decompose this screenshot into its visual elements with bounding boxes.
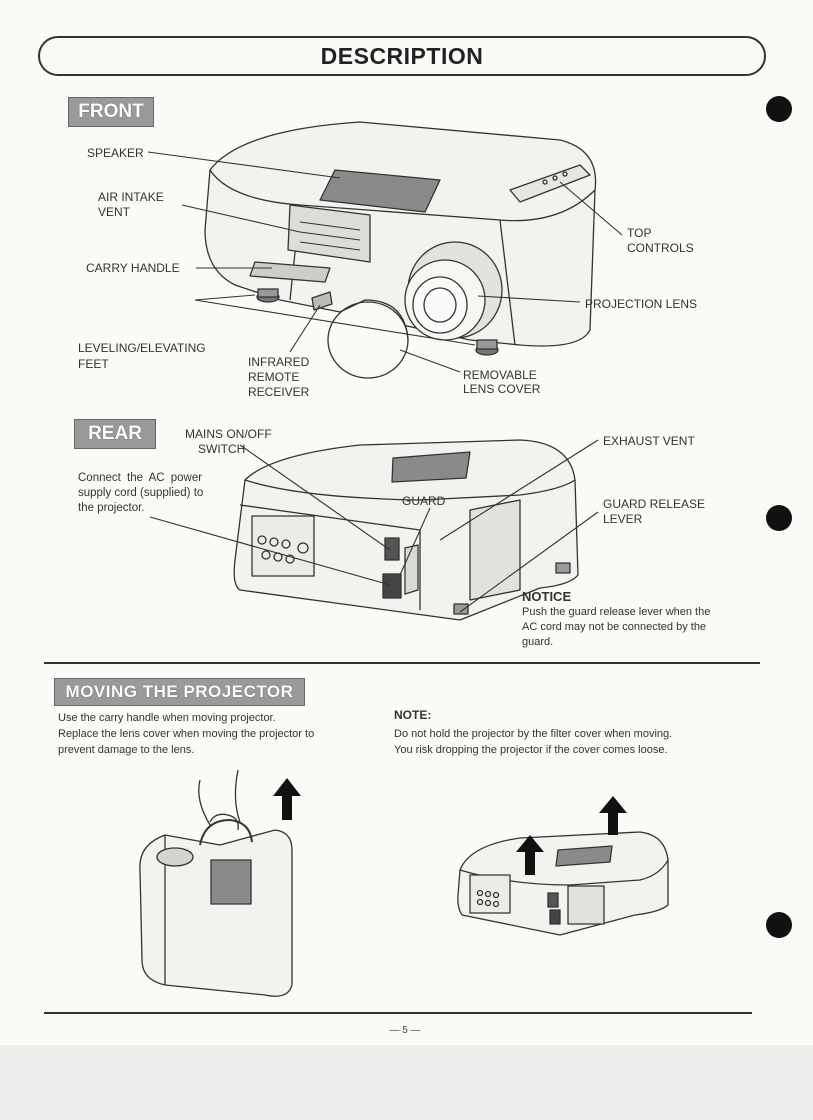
label-guard-release-lever: GUARD RELEASE [603, 497, 706, 511]
label-mains-switch: SWITCH [198, 442, 246, 456]
moving-instruction: Replace the lens cover when moving the p… [58, 728, 315, 740]
notice-text: AC cord may not be connected by the [522, 621, 707, 633]
section-divider [44, 662, 760, 664]
lift-arrows [273, 778, 627, 875]
rear-callout-lines [149, 439, 599, 613]
binder-hole-dot [766, 505, 792, 531]
label-infrared-receiver: REMOTE [248, 370, 300, 384]
label-carry-handle: CARRY HANDLE [86, 261, 180, 275]
label-mains-switch: MAINS ON/OFF [185, 427, 272, 441]
up-arrow-icon [273, 778, 301, 820]
label-infrared-receiver: INFRARED [248, 355, 310, 369]
note-text: You risk dropping the projector if the c… [394, 744, 668, 756]
ac-cord-instruction: Connect the AC power [78, 472, 203, 484]
section-heading-front: FRONT [68, 97, 154, 127]
label-speaker: SPEAKER [87, 146, 144, 160]
label-air-intake-vent: VENT [98, 205, 131, 219]
label-infrared-receiver: RECEIVER [248, 385, 310, 399]
ac-cord-instruction: the projector. [78, 502, 145, 514]
label-top-controls: CONTROLS [627, 241, 694, 255]
page-title: DESCRIPTION [38, 36, 766, 76]
label-exhaust-vent: EXHAUST VENT [603, 434, 695, 448]
label-top-controls: TOP [627, 226, 652, 240]
ac-cord-instruction: supply cord (supplied) to [78, 487, 204, 499]
label-guard: GUARD [402, 494, 446, 508]
label-leveling-feet: LEVELING/ELEVATING [78, 341, 206, 355]
label-leveling-feet: FEET [78, 357, 109, 371]
front-projector-illustration [204, 121, 597, 379]
label-air-intake-vent: AIR INTAKE [98, 190, 164, 204]
section-heading-moving: MOVING THE PROJECTOR [54, 678, 305, 706]
note-title: NOTE: [394, 708, 432, 722]
label-lens-cover: REMOVABLE [463, 368, 537, 382]
binder-hole-dot [766, 96, 792, 122]
up-arrow-icon [599, 796, 627, 835]
moving-instruction: prevent damage to the lens. [58, 744, 195, 756]
binder-hole-dot [766, 912, 792, 938]
footer-divider [44, 1012, 752, 1014]
front-callout-lines [147, 151, 623, 373]
notice-text: Push the guard release lever when the [522, 606, 711, 618]
moving-instruction: Use the carry handle when moving project… [58, 712, 276, 724]
label-lens-cover: LENS COVER [463, 382, 541, 396]
label-guard-release-lever: LEVER [603, 512, 643, 526]
notice-text: guard. [522, 636, 554, 648]
label-projection-lens: PROJECTION LENS [585, 297, 698, 311]
note-text: Do not hold the projector by the filter … [394, 728, 673, 740]
up-arrow-icon [516, 835, 544, 875]
page-number: — 5 — [389, 1025, 421, 1036]
carried-projector-illustration [139, 769, 293, 997]
notice-title: NOTICE [522, 589, 572, 604]
section-heading-rear: REAR [74, 419, 156, 449]
rear-projector-illustration [233, 439, 579, 621]
lifted-projector-illustration [457, 831, 669, 936]
scan-margin [0, 1045, 813, 1120]
